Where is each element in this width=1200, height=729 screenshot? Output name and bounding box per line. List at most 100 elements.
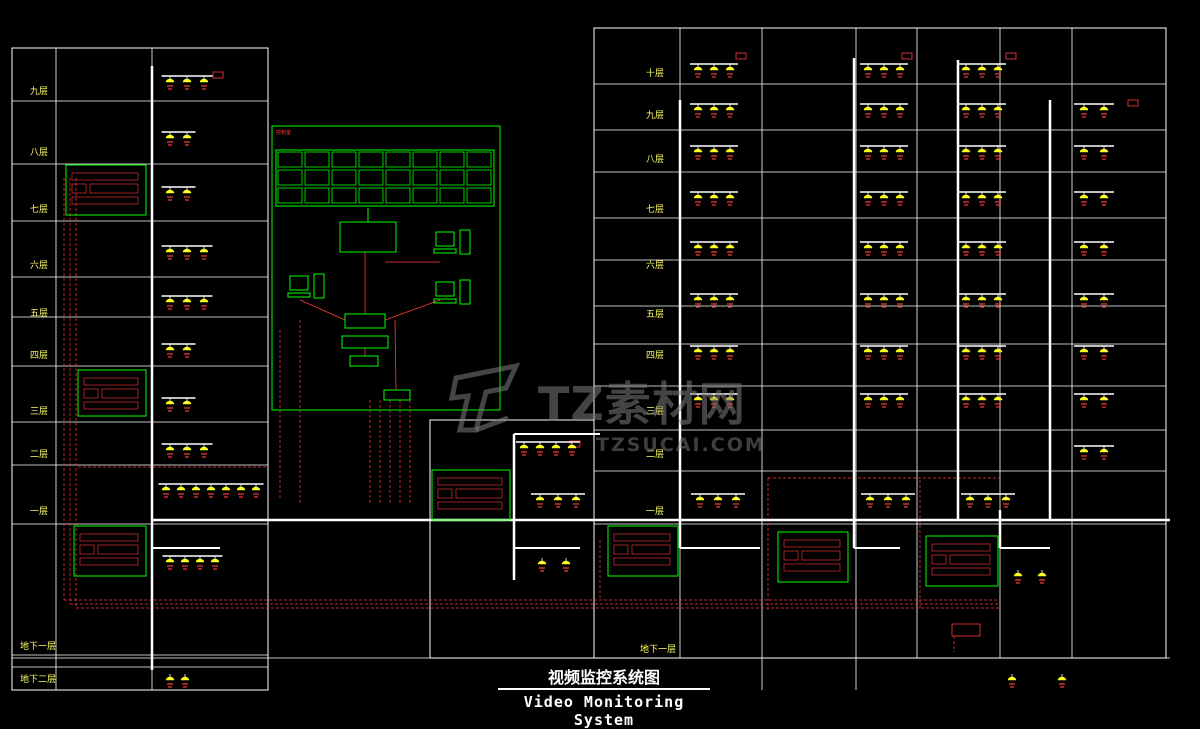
distribution-box: [77, 369, 147, 417]
camera-icon: [725, 192, 735, 206]
monitor-screen: [304, 169, 330, 186]
camera-icon: [195, 556, 205, 570]
camera-icon: [1099, 294, 1109, 308]
camera-icon: [537, 558, 547, 572]
camera-icon: [725, 146, 735, 160]
floor-label: 九层: [30, 86, 48, 97]
camera-icon: [725, 104, 735, 118]
camera-icon: [251, 484, 261, 498]
camera-icon: [993, 346, 1003, 360]
floor-label: 地下一层: [640, 643, 676, 655]
camera-icon: [977, 64, 987, 78]
camera-icon: [165, 556, 175, 570]
camera-icon: [879, 192, 889, 206]
tower-icon: [459, 279, 471, 305]
camera-icon: [895, 192, 905, 206]
camera-icon: [1099, 242, 1109, 256]
camera-icon: [567, 442, 577, 456]
monitor-wall: [275, 149, 495, 207]
red-device: [1005, 52, 1017, 60]
distribution-box: [431, 469, 511, 521]
camera-icon: [731, 494, 741, 508]
camera-icon: [535, 494, 545, 508]
monitor-screen: [331, 187, 357, 204]
camera-icon: [961, 146, 971, 160]
camera-icon: [993, 104, 1003, 118]
monitor-screen: [412, 169, 438, 186]
camera-icon: [895, 346, 905, 360]
camera-icon: [977, 346, 987, 360]
monitor-screen: [304, 187, 330, 204]
camera-icon: [977, 242, 987, 256]
watermark-subtext: TZSUCAI.COM: [596, 434, 766, 456]
camera-icon: [1099, 346, 1109, 360]
camera-icon: [199, 246, 209, 260]
camera-icon: [693, 294, 703, 308]
control-room-box: [271, 125, 501, 411]
camera-icon: [165, 444, 175, 458]
floor-label: 九层: [646, 110, 664, 121]
link-line: [384, 299, 441, 321]
camera-icon: [895, 146, 905, 160]
box-unit: [783, 550, 799, 561]
monitor-screen: [466, 151, 492, 168]
floor-label: 八层: [30, 147, 48, 158]
camera-icon: [221, 484, 231, 498]
floor-label: 三层: [646, 406, 664, 417]
monitor-screen: [412, 187, 438, 204]
camera-icon: [165, 344, 175, 358]
monitor-icon: [435, 231, 455, 247]
camera-icon: [206, 484, 216, 498]
box-unit: [437, 488, 453, 499]
camera-icon: [191, 484, 201, 498]
diagram-subtitle: Video Monitoring System: [523, 693, 685, 729]
floor-label: 八层: [646, 154, 664, 165]
camera-icon: [725, 242, 735, 256]
camera-icon: [977, 294, 987, 308]
camera-icon: [709, 242, 719, 256]
floor-label: 五层: [30, 308, 48, 319]
floor-label: 五层: [646, 309, 664, 320]
camera-icon: [210, 556, 220, 570]
matrix-host: [339, 221, 397, 253]
camera-icon: [693, 242, 703, 256]
camera-icon: [561, 558, 571, 572]
left-building-outline: [11, 47, 269, 691]
monitor-screen: [358, 187, 384, 204]
camera-icon: [182, 344, 192, 358]
monitor-screen: [385, 169, 411, 186]
camera-icon: [693, 394, 703, 408]
camera-icon: [182, 398, 192, 412]
box-row: [71, 196, 139, 205]
floor-label: 六层: [646, 259, 664, 271]
tower-icon: [313, 273, 325, 299]
camera-icon: [865, 494, 875, 508]
floor-labels: 九层八层七层六层五层四层三层二层一层地下一层地下二层十层九层八层七层六层五层四层…: [20, 67, 676, 685]
monitor-screen: [385, 187, 411, 204]
camera-icon: [863, 64, 873, 78]
box-row: [783, 563, 841, 572]
box-unit: [83, 388, 99, 399]
camera-icon: [879, 64, 889, 78]
box-unit: [801, 550, 841, 561]
camera-icon: [165, 132, 175, 146]
camera-icon: [236, 484, 246, 498]
camera-icon: [1079, 146, 1089, 160]
camera-icon: [863, 242, 873, 256]
monitor-screen: [466, 169, 492, 186]
red-device: [951, 623, 981, 637]
ups-small: [349, 355, 379, 367]
camera-icon: [863, 104, 873, 118]
keyboard-icon: [287, 292, 311, 298]
camera-icon: [725, 64, 735, 78]
podium-outline: [429, 419, 595, 659]
box-row: [71, 172, 139, 181]
camera-icon: [571, 494, 581, 508]
camera-icon: [879, 242, 889, 256]
camera-icon: [709, 64, 719, 78]
monitor-screen: [439, 151, 465, 168]
camera-icon: [879, 294, 889, 308]
camera-icon: [1099, 446, 1109, 460]
camera-icon: [165, 674, 175, 688]
camera-icon: [709, 146, 719, 160]
